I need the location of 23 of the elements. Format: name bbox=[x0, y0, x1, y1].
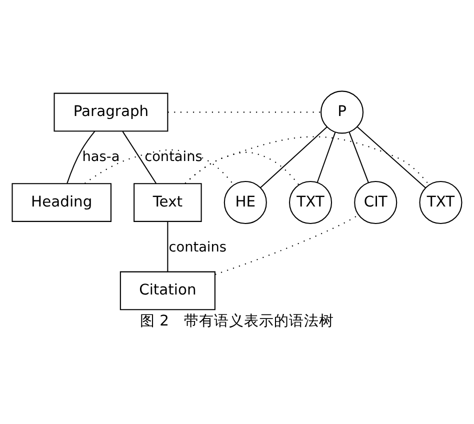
node-circle: TXT bbox=[419, 180, 462, 224]
connector bbox=[215, 214, 359, 274]
node-box: Heading bbox=[12, 182, 112, 222]
node-box: Citation bbox=[120, 270, 216, 310]
connector bbox=[167, 221, 168, 272]
connector bbox=[184, 136, 430, 185]
connector bbox=[348, 131, 369, 182]
node-circle: TXT bbox=[288, 180, 332, 224]
connector bbox=[122, 130, 157, 184]
node-box: Text bbox=[134, 182, 202, 222]
node-circle: HE bbox=[224, 180, 267, 224]
node-box: Paragraph bbox=[54, 92, 168, 132]
edge-label: has-a bbox=[82, 148, 120, 164]
connector bbox=[316, 132, 336, 182]
edge-label: contains bbox=[168, 238, 226, 255]
caption: 图 2 带有语义表示的语法树 bbox=[140, 312, 334, 330]
connector bbox=[66, 130, 96, 183]
connector bbox=[84, 148, 234, 185]
node-circle: P bbox=[320, 90, 364, 134]
connector bbox=[357, 126, 426, 188]
node-circle: CIT bbox=[354, 180, 398, 224]
connector bbox=[260, 126, 328, 188]
edge-label: contains bbox=[144, 148, 202, 164]
